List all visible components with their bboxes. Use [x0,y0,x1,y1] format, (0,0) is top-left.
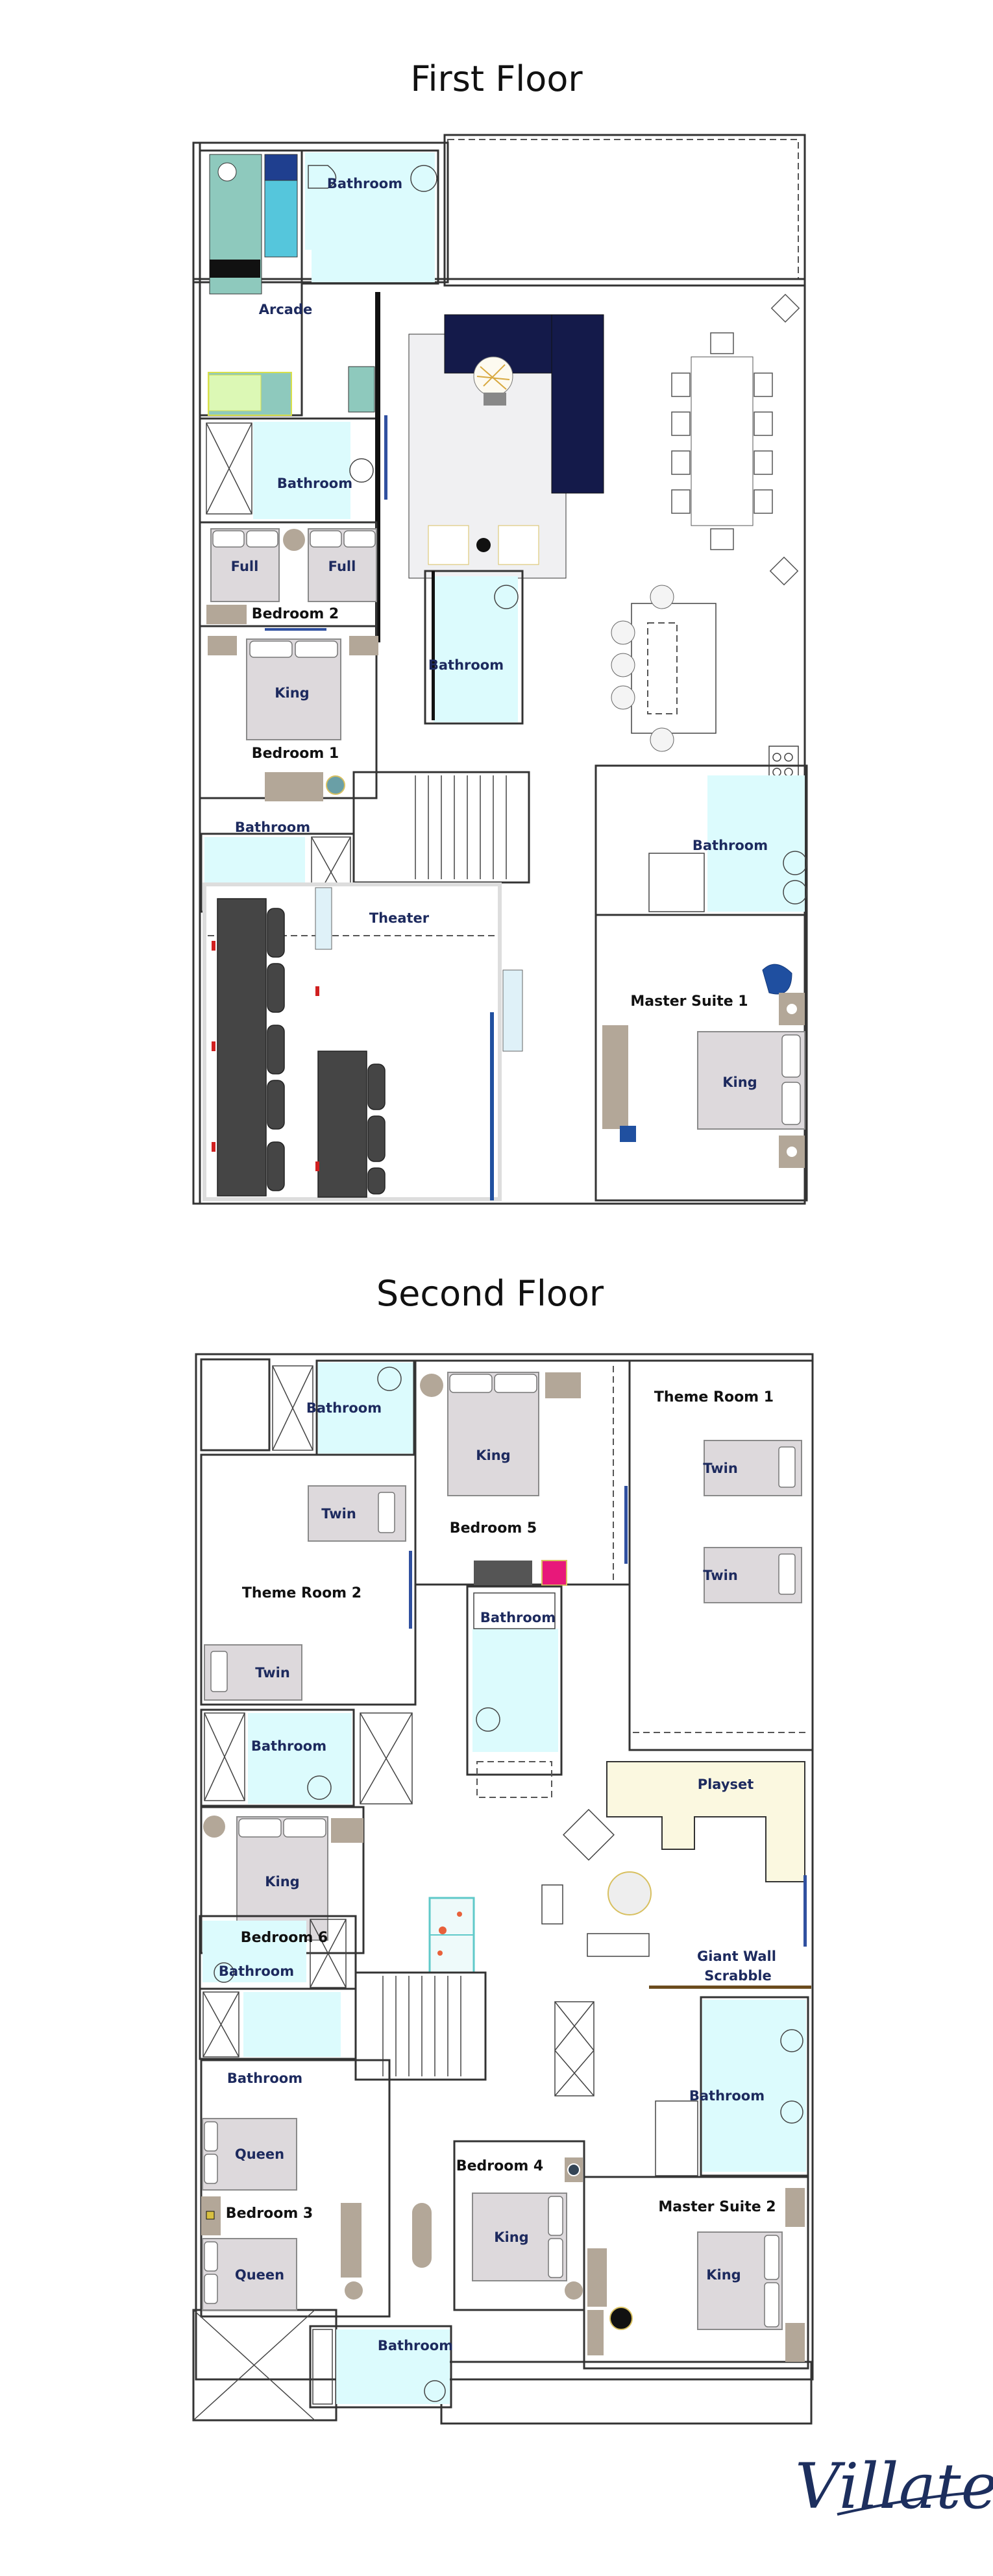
room-label: Bathroom [693,838,768,853]
bed-queen [202,2238,297,2311]
room-label: Bedroom 2 [252,606,339,622]
room-label: Arcade [259,302,313,317]
room-label: Master Suite 1 [630,993,748,1010]
room-label: Bathroom [428,657,504,673]
round-table [607,1871,652,1915]
first-floor-plan [192,134,808,1205]
scrabble-label: Giant Wall [697,1949,776,1964]
sofa [587,1933,650,1957]
room-label: Bathroom [219,1963,294,1979]
room-label: Bathroom [277,476,352,491]
bed-label: King [265,1874,299,1889]
bed-label: King [706,2267,741,2283]
sink-icon [410,165,437,192]
shower [206,422,252,515]
arcade-machine [264,154,298,181]
scrabble-board [649,1986,811,1989]
room-label: Master Suite 2 [658,2199,776,2215]
svg-text:Villatel: Villatel [795,2450,993,2523]
room-label: Theater [369,910,430,926]
room-label: Bathroom [227,2071,302,2086]
arcade-machine [264,180,298,258]
bed-label: King [275,685,309,701]
bed-label: Queen [235,2267,284,2283]
toilet-icon [308,165,337,189]
bed-label: King [476,1448,510,1463]
room-label: Bedroom 1 [252,746,339,762]
bed-label: King [722,1075,757,1090]
bed-label: Queen [235,2146,284,2162]
room-label: Bedroom 5 [450,1520,537,1537]
bed-label: Twin [255,1665,290,1681]
playset-label: Playset [698,1777,754,1792]
second-floor-title: Second Floor [376,1273,604,1314]
room-label: Bathroom [251,1738,326,1754]
bed-label: Twin [321,1506,356,1522]
room-label: Bedroom 6 [241,1930,328,1946]
second-floor-outer-wall [195,1353,814,2381]
theater-seats [317,1051,367,1198]
room-label: Bathroom [327,176,402,191]
porch [447,139,799,280]
bed-label: Twin [703,1461,738,1476]
second-floor-plan [192,1353,814,2425]
bed-label: Full [328,559,356,574]
dining-table [691,356,754,526]
bed-label: King [494,2230,528,2245]
scrabble-label: Scrabble [704,1968,772,1984]
villatel-logo: Villatel [795,2450,993,2523]
room-label: Bathroom [378,2338,453,2353]
room-label: Theme Room 2 [242,1585,362,1601]
armchair [563,1808,615,1861]
bed-label: Full [231,559,259,574]
first-floor-title: First Floor [410,58,583,99]
playset [606,1761,805,1882]
room-label: Theme Room 1 [654,1389,774,1405]
room-label: Bathroom [306,1400,382,1416]
room-label: Bathroom [689,2088,765,2104]
room-label: Bedroom 4 [456,2158,543,2174]
theater-seats [217,898,267,1197]
stairs [354,1971,487,2081]
room-label: Bedroom 3 [226,2205,313,2222]
room-label: Bathroom [235,820,310,835]
room-label: Bathroom [480,1610,556,1625]
bed-queen [202,2118,297,2191]
bed-label: Twin [703,1568,738,1583]
